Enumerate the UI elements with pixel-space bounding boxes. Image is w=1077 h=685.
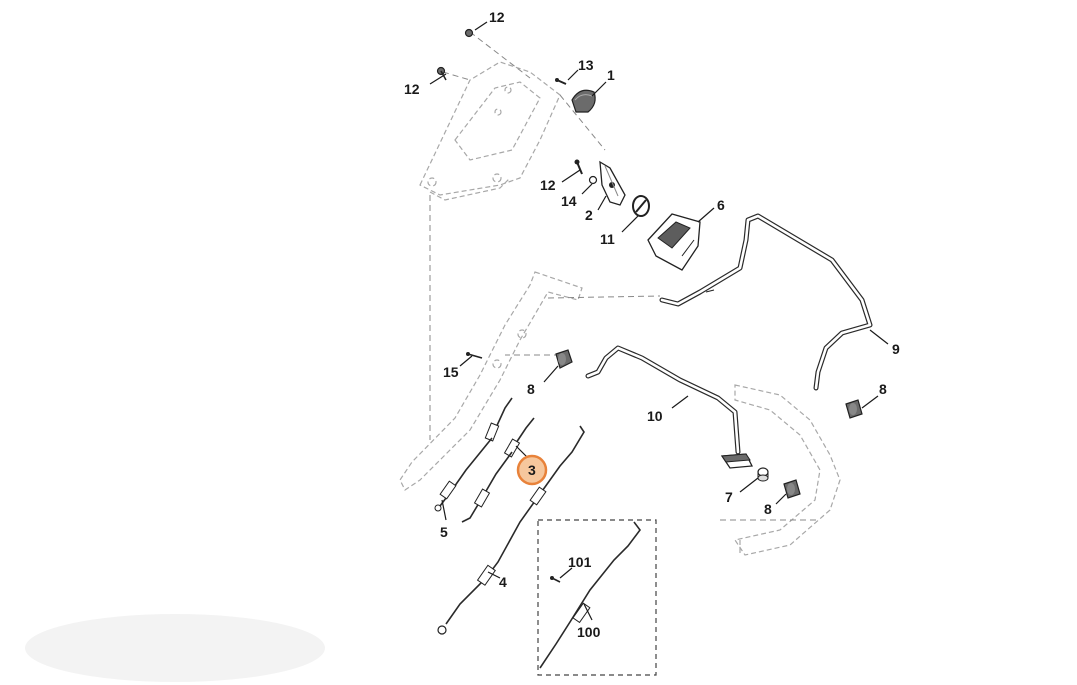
leader-lines — [429, 21, 889, 621]
part-9-handlebar — [659, 213, 873, 391]
callout-1[interactable]: 1 — [607, 67, 615, 83]
callout-8-bottom[interactable]: 8 — [764, 501, 772, 517]
part-3-cable — [461, 417, 535, 523]
part-1-knob — [571, 89, 596, 113]
callout-13[interactable]: 13 — [578, 57, 594, 73]
part-7-bushing — [757, 467, 769, 482]
callout-10[interactable]: 10 — [647, 408, 663, 424]
callout-8-right[interactable]: 8 — [879, 381, 887, 397]
callout-6[interactable]: 6 — [717, 197, 725, 213]
callout-3-highlighted[interactable]: 3 — [528, 462, 536, 478]
callout-5[interactable]: 5 — [440, 524, 448, 540]
callout-labels: 12 12 12 13 1 14 2 6 11 9 15 8 8 8 10 3 … — [404, 9, 900, 640]
callout-15[interactable]: 15 — [443, 364, 459, 380]
callout-7[interactable]: 7 — [725, 489, 733, 505]
part-5-cable — [434, 397, 513, 512]
housing-ghost — [419, 31, 606, 440]
part-6-housing — [647, 213, 701, 271]
callout-12-mid[interactable]: 12 — [540, 177, 556, 193]
callout-4[interactable]: 4 — [499, 574, 507, 590]
callout-14[interactable]: 14 — [561, 193, 577, 209]
lower-handle-ghost — [399, 271, 661, 491]
part-4-cable — [437, 425, 585, 635]
kit-box-100 — [537, 519, 657, 676]
callout-11[interactable]: 11 — [600, 231, 615, 247]
callout-101[interactable]: 101 — [568, 554, 592, 570]
callout-100[interactable]: 100 — [577, 624, 601, 640]
part-8-bushings — [555, 349, 863, 499]
callout-12-left[interactable]: 12 — [404, 81, 420, 97]
callout-8-left[interactable]: 8 — [527, 381, 535, 397]
part-13-screw — [555, 78, 567, 85]
part-14-washer — [588, 175, 598, 185]
background-smudge — [25, 614, 325, 682]
part-11-ring — [632, 195, 650, 217]
part-15-pin — [466, 352, 483, 359]
part-10-bar — [585, 345, 754, 469]
callout-2[interactable]: 2 — [585, 207, 593, 223]
highlight-circle — [516, 454, 548, 486]
part-2-lever — [599, 160, 626, 206]
callout-12-top[interactable]: 12 — [489, 9, 505, 25]
frame-ghost — [720, 384, 841, 556]
callout-9[interactable]: 9 — [892, 341, 900, 357]
